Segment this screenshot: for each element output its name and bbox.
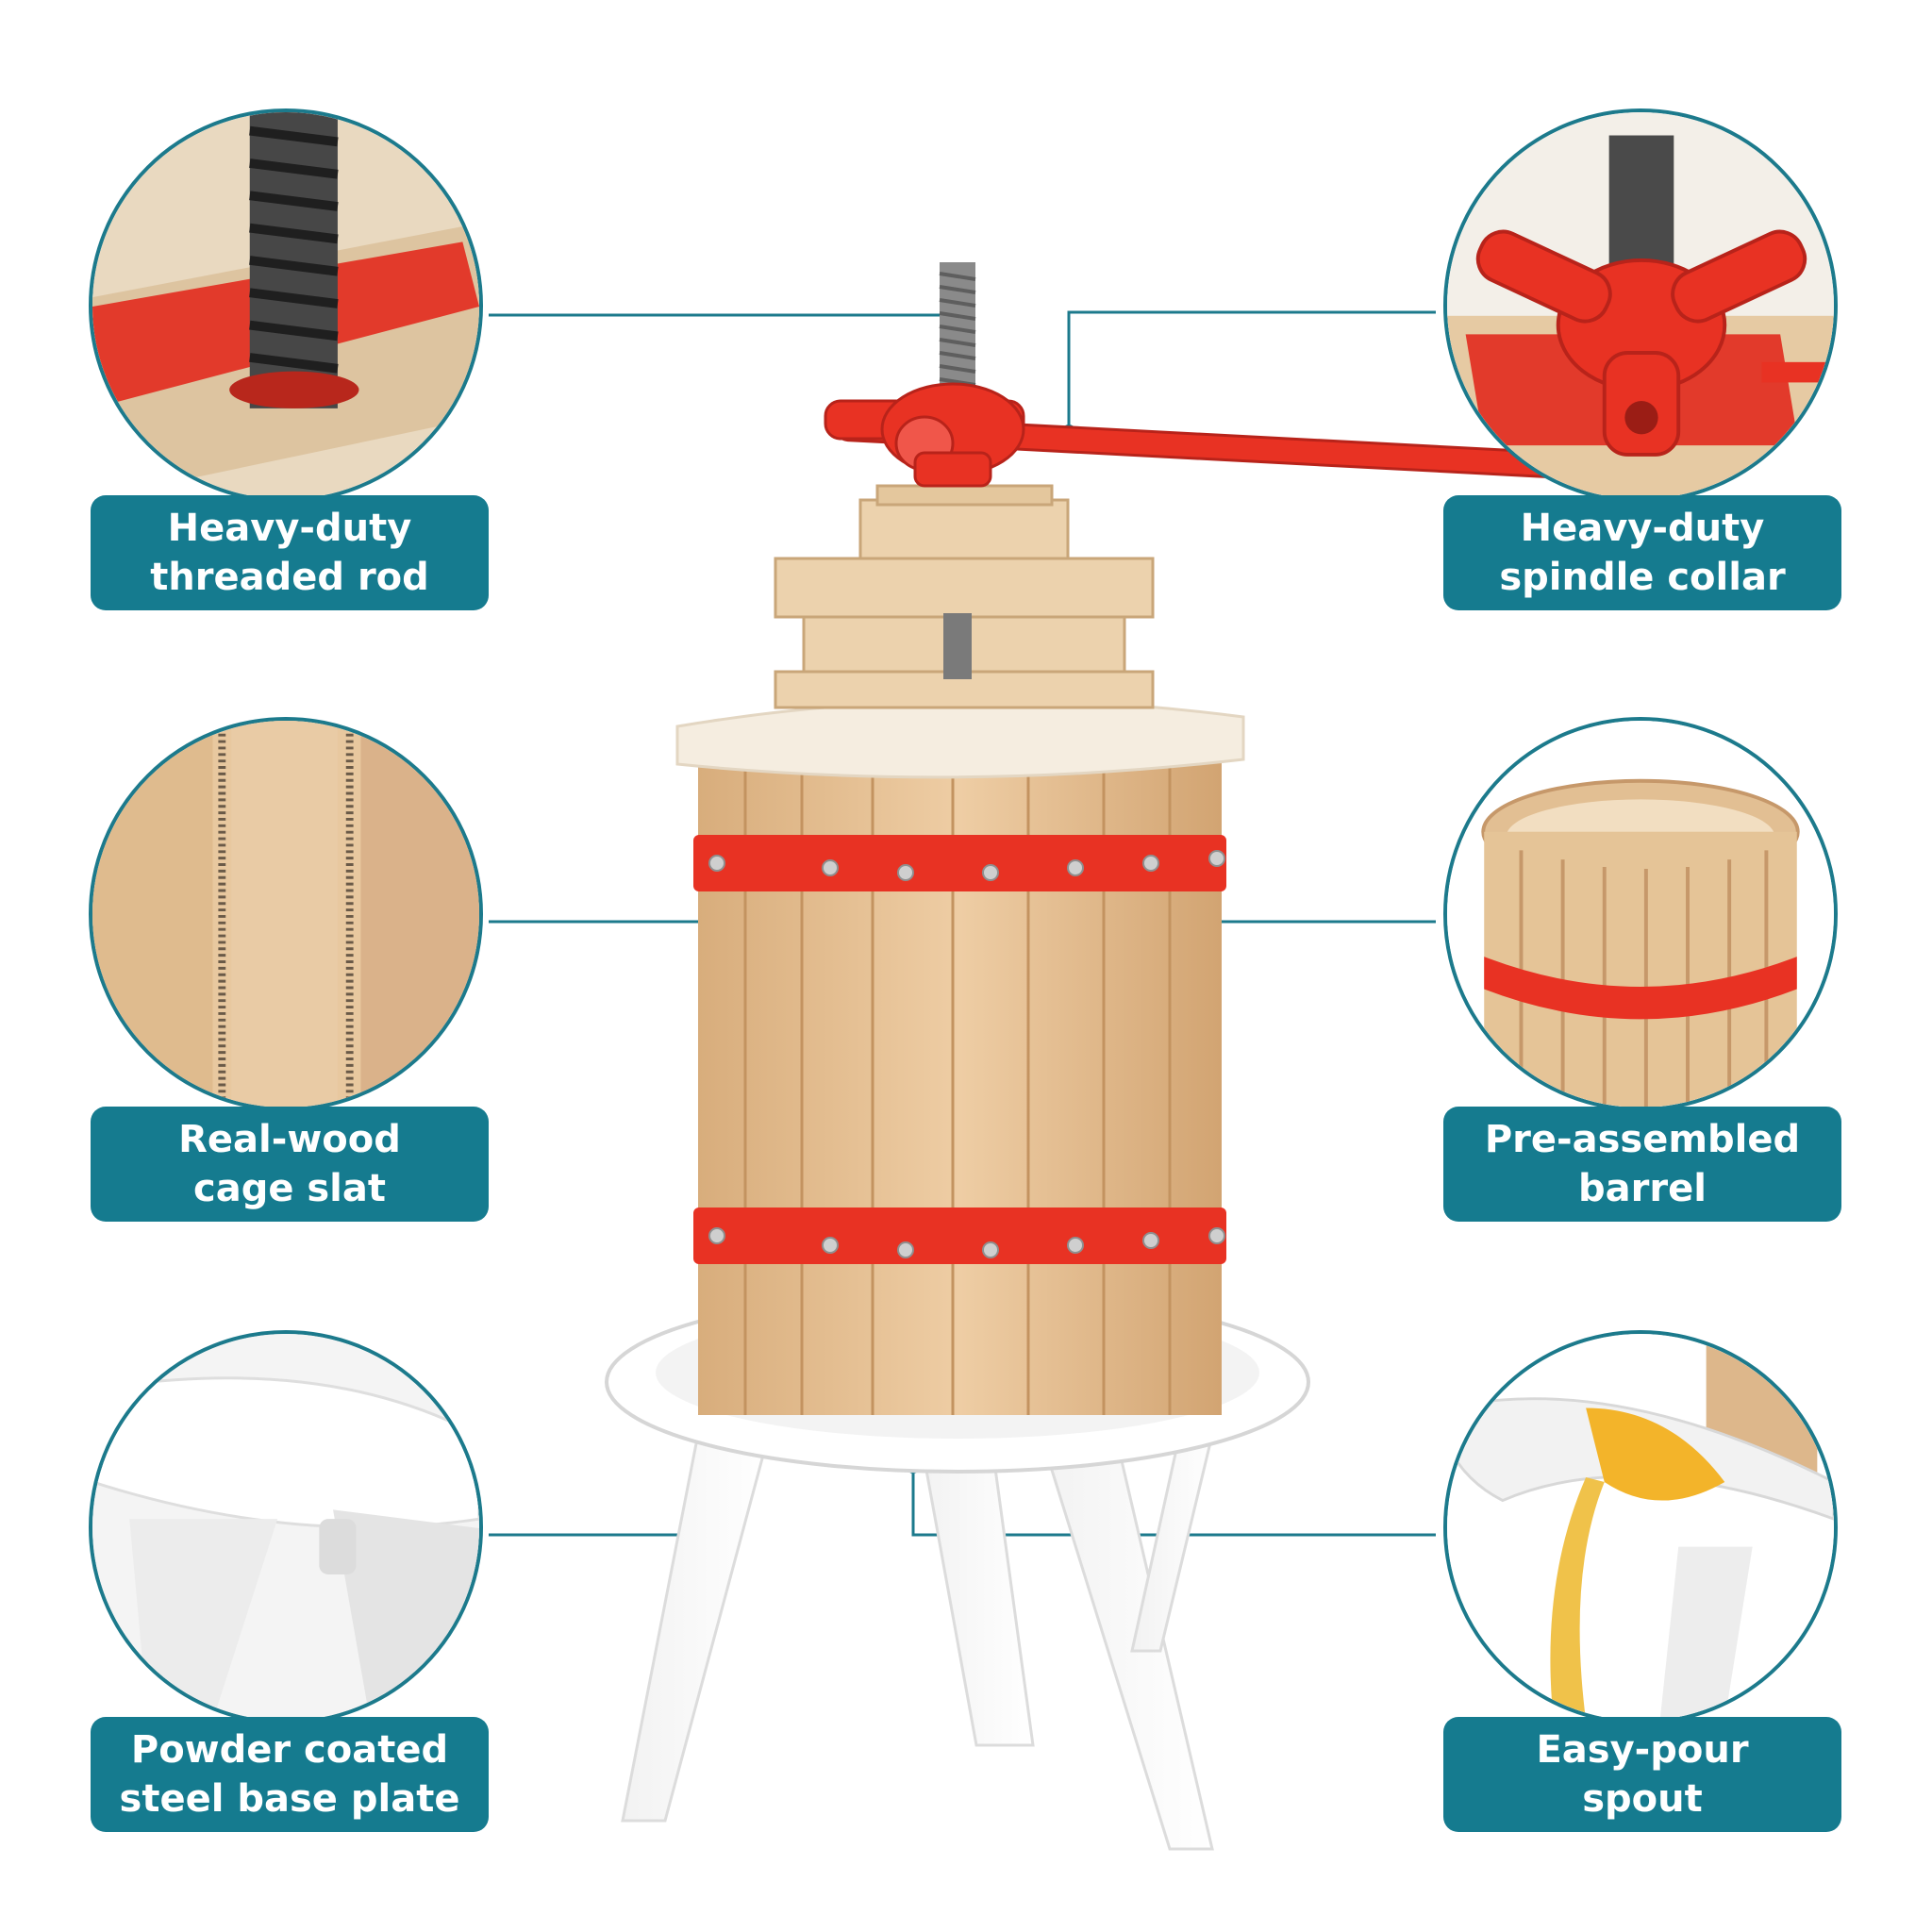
label-spout: Easy-pour spout <box>1443 1717 1841 1832</box>
base-plate-closeup <box>92 1334 479 1721</box>
threaded-rod-closeup <box>92 112 479 499</box>
label-text: Real-wood cage slat <box>178 1118 401 1210</box>
callout-circle-base-plate <box>89 1330 483 1724</box>
spindle-collar-closeup <box>1447 112 1834 499</box>
label-threaded-rod: Heavy-duty threaded rod <box>91 495 489 610</box>
base-legs <box>621 1413 1219 1851</box>
callout-circle-cage-slat <box>89 717 483 1111</box>
label-text: Easy-pour spout <box>1536 1728 1749 1821</box>
callout-circle-barrel <box>1443 717 1838 1111</box>
barrel-closeup <box>1447 721 1834 1108</box>
callout-circle-spout <box>1443 1330 1838 1724</box>
fruit-press-illustration <box>605 262 1574 1851</box>
cage-slat-closeup <box>92 721 479 1108</box>
label-text: Heavy-duty spindle collar <box>1499 507 1786 599</box>
label-text: Heavy-duty threaded rod <box>150 507 429 599</box>
mesh-bag <box>675 698 1245 779</box>
spout-closeup <box>1447 1334 1834 1721</box>
callout-circle-threaded-rod <box>89 108 483 503</box>
label-base-plate: Powder coated steel base plate <box>91 1717 489 1832</box>
label-cage-slat: Real-wood cage slat <box>91 1107 489 1222</box>
callout-circle-spindle-collar <box>1443 108 1838 503</box>
spindle-collar <box>824 382 1574 488</box>
label-spindle-collar: Heavy-duty spindle collar <box>1443 495 1841 610</box>
label-text: Powder coated steel base plate <box>119 1728 460 1821</box>
label-barrel: Pre-assembled barrel <box>1443 1107 1841 1222</box>
label-text: Pre-assembled barrel <box>1484 1118 1801 1210</box>
